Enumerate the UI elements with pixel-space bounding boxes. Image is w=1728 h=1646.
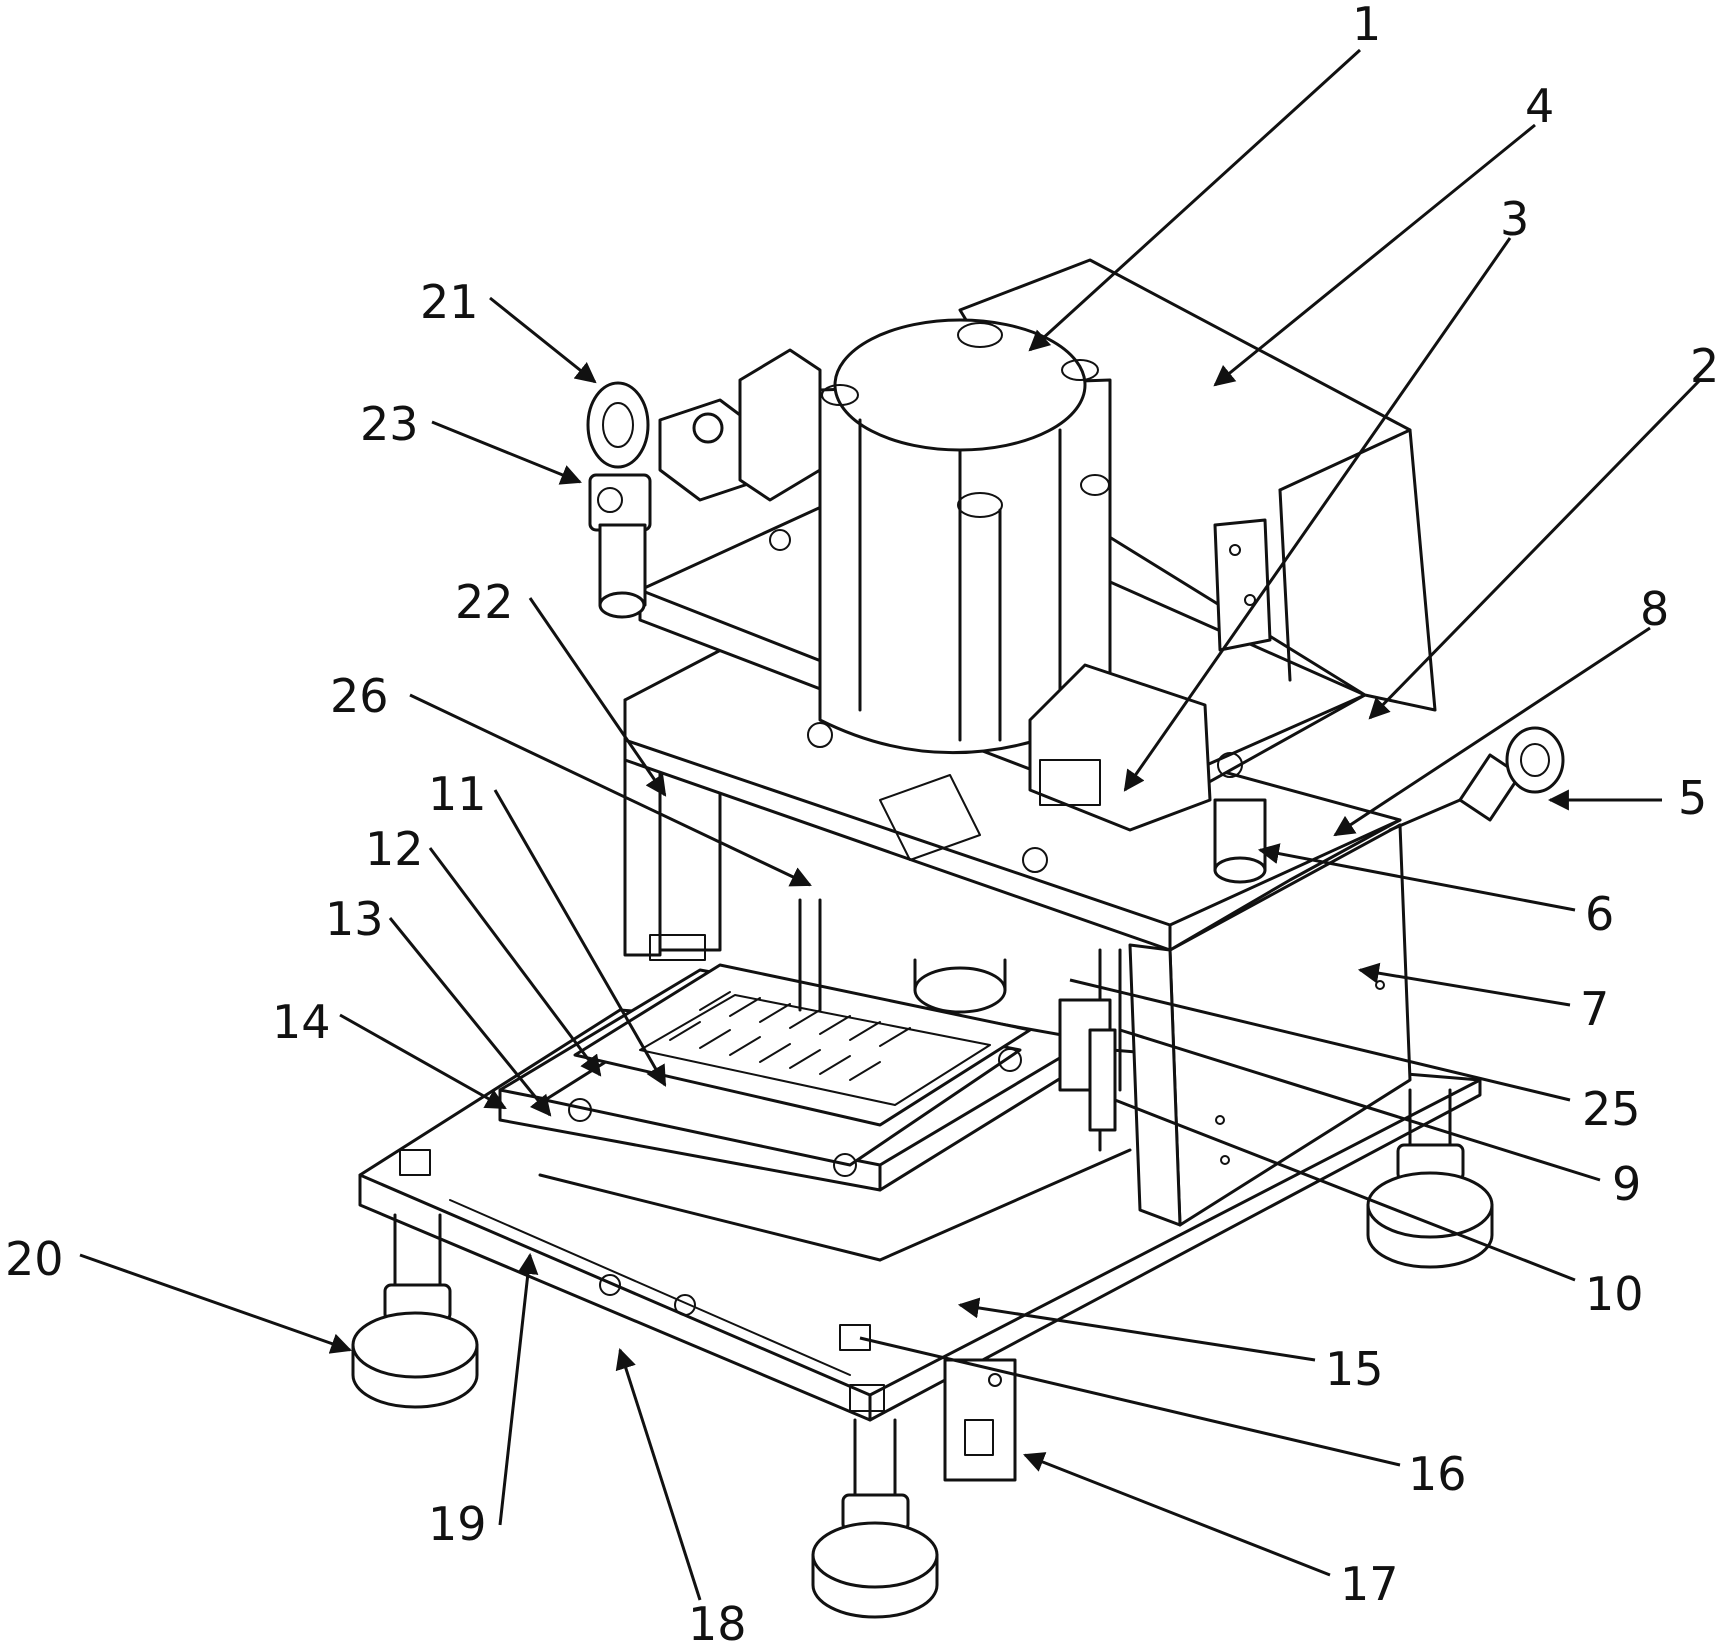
clamp-block — [1058, 998, 1117, 1152]
callout-8: 8 — [1333, 582, 1669, 837]
callout-19: 19 — [428, 1252, 539, 1551]
callout-label-25: 25 — [1582, 1082, 1641, 1136]
callout-13: 13 — [325, 892, 552, 1117]
pneumatic-fitting — [1388, 726, 1565, 832]
callout-label-5: 5 — [1678, 771, 1707, 825]
callout-label-10: 10 — [1585, 1267, 1644, 1321]
callout-2: 2 — [1368, 339, 1719, 720]
pcb-carrier — [573, 963, 1032, 1127]
callout-16: 16 — [859, 1336, 1467, 1501]
press-block — [913, 958, 1007, 1014]
callout-label-16: 16 — [1408, 1447, 1467, 1501]
air-cylinder — [818, 318, 1112, 755]
callout-label-3: 3 — [1500, 192, 1529, 246]
callout-9: 9 — [1119, 1028, 1641, 1211]
callout-14: 14 — [272, 995, 507, 1110]
callout-label-6: 6 — [1585, 887, 1614, 941]
guide-posts — [798, 898, 1122, 1092]
callout-label-1: 1 — [1352, 0, 1381, 51]
callout-7: 7 — [1357, 962, 1609, 1036]
callout-12: 12 — [365, 822, 602, 1077]
callout-label-21: 21 — [420, 275, 479, 329]
callout-15: 15 — [957, 1297, 1384, 1396]
callout-label-17: 17 — [1340, 1557, 1399, 1611]
leveling-foot-front-right — [811, 1418, 939, 1619]
front-rail — [538, 1148, 1132, 1351]
callout-23: 23 — [360, 397, 582, 485]
valve-assembly — [586, 348, 822, 619]
callout-10: 10 — [1114, 1098, 1644, 1321]
side-bracket — [943, 1358, 1017, 1482]
callout-label-13: 13 — [325, 892, 384, 946]
callout-label-11: 11 — [428, 767, 487, 821]
cover-bracket — [1213, 518, 1272, 652]
callout-5: 5 — [1547, 771, 1707, 825]
callout-label-7: 7 — [1580, 982, 1609, 1036]
callouts: 1 2 3 4 5 6 7 — [5, 0, 1719, 1646]
callout-label-4: 4 — [1525, 79, 1554, 133]
callout-17: 17 — [1023, 1452, 1399, 1611]
callout-label-22: 22 — [455, 575, 514, 629]
callout-20: 20 — [5, 1232, 352, 1354]
callout-label-18: 18 — [688, 1597, 747, 1646]
callout-18: 18 — [615, 1347, 747, 1646]
callout-22: 22 — [455, 575, 667, 797]
callout-label-15: 15 — [1325, 1342, 1384, 1396]
leveling-foot-front-left — [351, 1213, 479, 1409]
callout-label-8: 8 — [1640, 582, 1669, 636]
callout-3: 3 — [1123, 192, 1529, 792]
leveling-foot-back-right — [1366, 1088, 1494, 1269]
callout-label-9: 9 — [1612, 1157, 1641, 1211]
callout-label-12: 12 — [365, 822, 424, 876]
side-housing — [1128, 823, 1412, 1227]
callout-label-19: 19 — [428, 1497, 487, 1551]
sensor-box — [1028, 663, 1212, 832]
callout-11: 11 — [428, 767, 667, 1087]
callout-label-20: 20 — [5, 1232, 64, 1286]
callout-25: 25 — [1069, 978, 1641, 1136]
callout-label-26: 26 — [330, 669, 389, 723]
callout-4: 4 — [1213, 79, 1554, 387]
support-post — [1213, 798, 1267, 884]
callout-21: 21 — [420, 275, 597, 384]
callout-label-14: 14 — [272, 995, 331, 1049]
callout-6: 6 — [1257, 843, 1614, 941]
callout-label-23: 23 — [360, 397, 419, 451]
machine-assembly — [351, 258, 1565, 1619]
callout-1: 1 — [1028, 0, 1381, 352]
callout-26: 26 — [330, 669, 812, 887]
